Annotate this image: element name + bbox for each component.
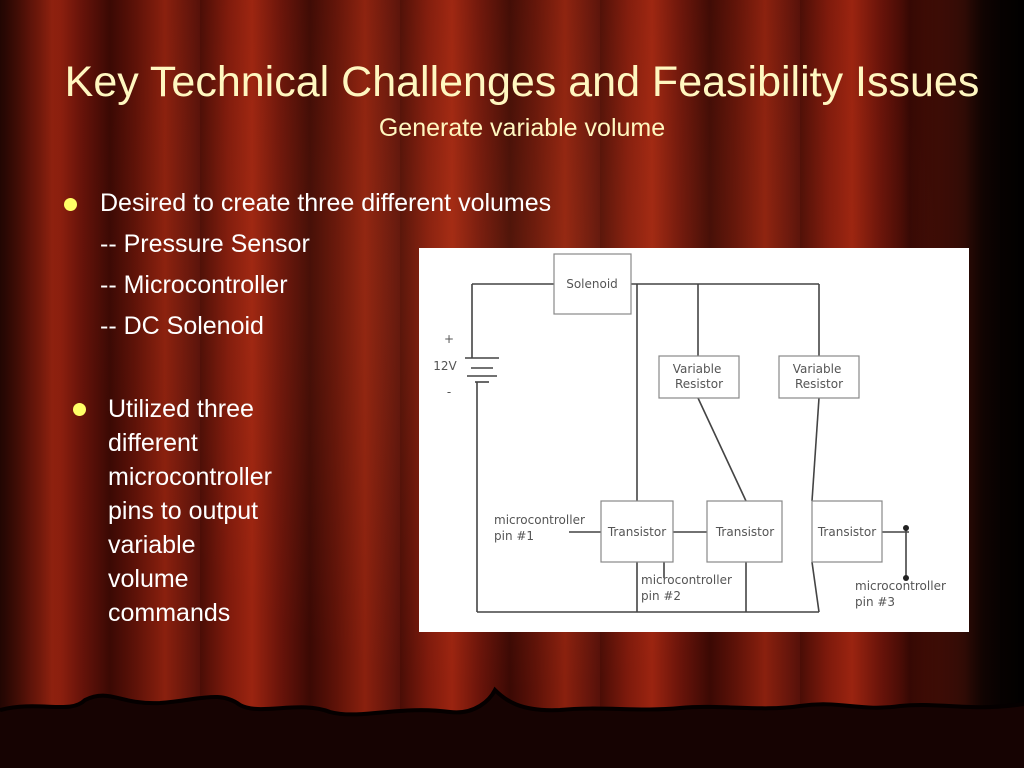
variable-resistor-2-label: Variable Resistor bbox=[793, 362, 845, 391]
bullet-dot-1 bbox=[64, 198, 77, 211]
bullet-2-line: commands bbox=[108, 599, 231, 627]
slide-subtitle: Generate variable volume bbox=[378, 114, 666, 142]
sub-item-pressure-sensor: -- Pressure Sensor bbox=[100, 230, 310, 258]
battery-minus-label: - bbox=[447, 385, 451, 399]
transistor-1-label: Transistor bbox=[607, 525, 666, 539]
pin1-label: microcontroller pin #1 bbox=[494, 513, 589, 543]
pin1-line2: pin #1 bbox=[494, 529, 534, 543]
bullet-2-line: Utilized three bbox=[108, 395, 254, 423]
pin2-line1: microcontroller bbox=[641, 573, 732, 587]
solenoid-label: Solenoid bbox=[566, 277, 618, 291]
vr1-line1: Variable bbox=[673, 362, 722, 376]
bullet-2-line: volume bbox=[108, 565, 189, 593]
bullet-2-line: microcontroller bbox=[108, 463, 272, 491]
pin2-label: microcontroller pin #2 bbox=[641, 573, 736, 603]
bullet-1: Desired to create three different volume… bbox=[100, 189, 552, 217]
bullet-2-line: variable bbox=[108, 531, 196, 559]
sub-item-dc-solenoid: -- DC Solenoid bbox=[100, 312, 264, 340]
circuit-diagram: Solenoid + 12V - Variable Resistor Varia… bbox=[419, 248, 969, 632]
bullet-dot-2 bbox=[73, 403, 86, 416]
vr2-line2: Resistor bbox=[795, 377, 843, 391]
variable-resistor-1-label: Variable Resistor bbox=[673, 362, 725, 391]
pin1-line1: microcontroller bbox=[494, 513, 585, 527]
sub-item-microcontroller: -- Microcontroller bbox=[100, 271, 288, 299]
bullet-2-line: pins to output bbox=[108, 497, 259, 525]
bullet-2: Utilized three different microcontroller… bbox=[108, 392, 272, 630]
pin3-line1: microcontroller bbox=[855, 579, 946, 593]
transistor-3-label: Transistor bbox=[817, 525, 876, 539]
vr1-line2: Resistor bbox=[675, 377, 723, 391]
pin3-label: microcontroller pin #3 bbox=[855, 579, 950, 609]
slide-title: Key Technical Challenges and Feasibility… bbox=[64, 58, 980, 106]
battery-voltage-label: 12V bbox=[433, 359, 457, 373]
transistor-2-label: Transistor bbox=[715, 525, 774, 539]
vr2-line1: Variable bbox=[793, 362, 842, 376]
pin2-line2: pin #2 bbox=[641, 589, 681, 603]
pin3-line2: pin #3 bbox=[855, 595, 895, 609]
battery-plus-label: + bbox=[444, 332, 454, 346]
bullet-2-line: different bbox=[108, 429, 198, 457]
